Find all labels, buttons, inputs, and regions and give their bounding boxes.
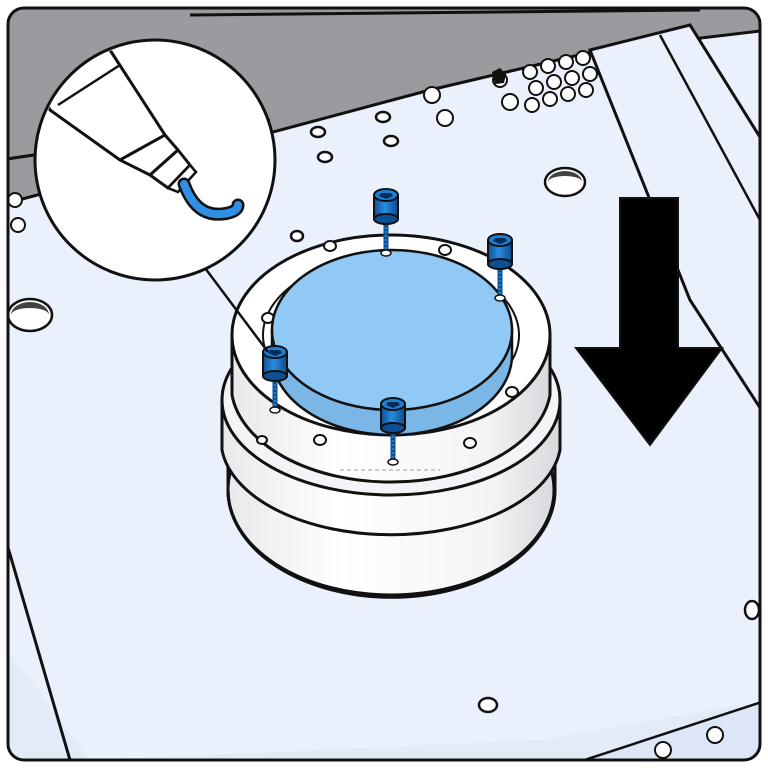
callout-leader <box>204 267 269 353</box>
screw-3 <box>262 345 288 414</box>
housing-seam <box>189 8 701 17</box>
plate-step-line <box>8 519 72 760</box>
nut-cluster <box>8 50 724 759</box>
screw-2 <box>487 233 513 302</box>
screw-1 <box>373 188 399 257</box>
blue-disc <box>270 248 514 437</box>
arrow-down-icon <box>573 197 724 447</box>
hole-shadows <box>11 171 582 315</box>
nut-dark <box>492 68 506 84</box>
diagram-frame <box>6 6 762 762</box>
bottom-bracket <box>559 698 760 760</box>
screw-set <box>262 188 513 466</box>
collar-holes <box>256 240 519 449</box>
screw-4 <box>380 397 406 466</box>
